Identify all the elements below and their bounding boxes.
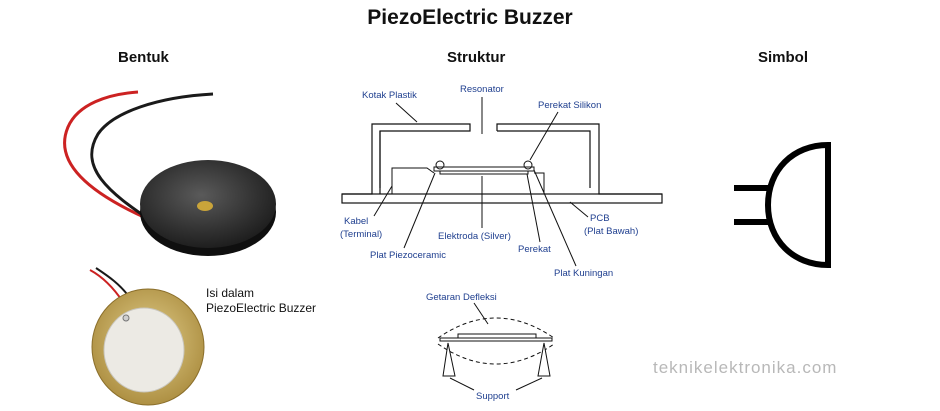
- label-plat-piezoceramic: Plat Piezoceramic: [370, 250, 446, 261]
- column-heading-bentuk: Bentuk: [118, 49, 169, 66]
- label-perekat-silikon: Perekat Silikon: [538, 100, 601, 111]
- page-title: PiezoElectric Buzzer: [367, 6, 573, 29]
- inside-note-line-2: PiezoElectric Buzzer: [206, 301, 317, 315]
- structure-diagram: Kotak Plastik Resonator Perekat Silikon …: [340, 84, 663, 279]
- column-heading-struktur: Struktur: [447, 49, 506, 66]
- leader-lines: [373, 97, 589, 267]
- label-elektroda: Elektroda (Silver): [438, 231, 511, 242]
- buzzer-symbol: [734, 141, 831, 269]
- column-heading-simbol: Simbol: [758, 49, 809, 66]
- label-resonator: Resonator: [460, 84, 504, 95]
- buzzer-photo: [63, 90, 276, 256]
- label-support: Support: [476, 391, 510, 402]
- label-terminal: (Terminal): [340, 229, 382, 240]
- label-kabel: Kabel: [344, 216, 368, 227]
- watermark: teknikelektronika.com: [653, 358, 838, 377]
- inside-note: Isi dalam PiezoElectric Buzzer: [206, 286, 316, 316]
- label-plat-bawah: (Plat Bawah): [584, 226, 638, 237]
- label-pcb: PCB: [590, 213, 610, 224]
- label-plat-kuningan: Plat Kuningan: [554, 268, 613, 279]
- inside-note-line-1: Isi dalam: [206, 286, 255, 300]
- label-kotak-plastik: Kotak Plastik: [362, 90, 417, 101]
- deflection-diagram: Getaran Defleksi Support: [426, 292, 555, 402]
- label-perekat: Perekat: [518, 244, 551, 255]
- label-getaran-defleksi: Getaran Defleksi: [426, 292, 497, 303]
- piezo-disc-photo: [89, 267, 205, 406]
